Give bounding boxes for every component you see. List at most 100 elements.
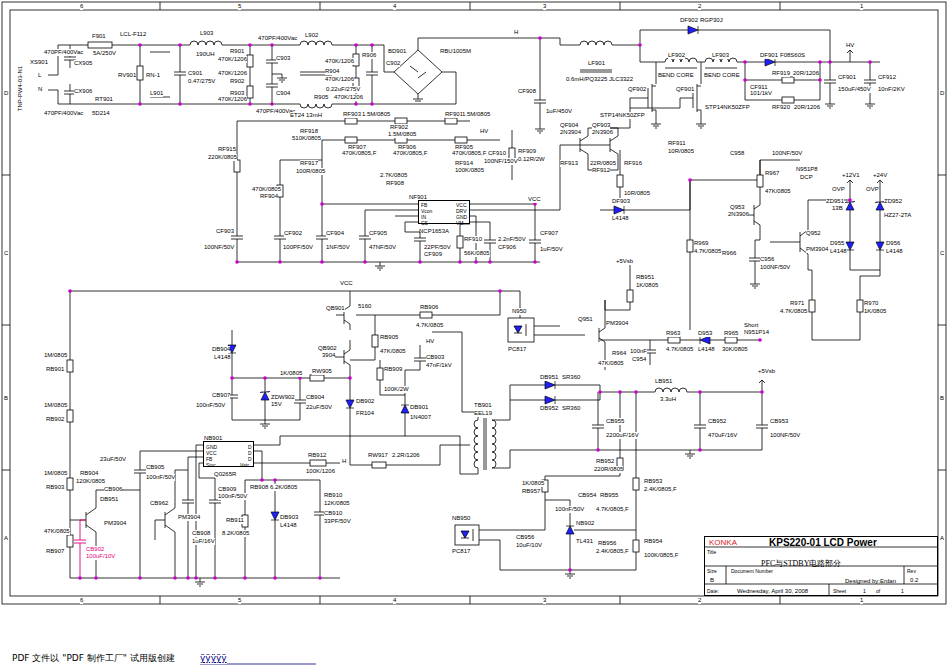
resistor-symbol [633,478,639,490]
part-label: 1M/0805 [44,352,67,359]
part-label: D953 [698,330,712,337]
junction-dot [354,102,358,106]
junction-dot [68,36,872,580]
part-label: 4.7K/0805 [666,346,693,353]
part-label: QB902 [318,345,337,352]
part-label: RB908 [250,484,268,491]
diode-symbol [700,336,701,344]
drawing-frame [2,2,946,604]
part-label: RB906 [420,304,438,311]
wire [70,490,140,578]
node-text: Sinc [206,462,216,468]
wire [580,70,612,72]
resistor-symbol [617,175,623,187]
node-text: KPS220-01 LCD Power [769,537,877,549]
part-label: R969 [694,240,708,247]
part-label: R966 [722,250,736,257]
wire [356,291,500,315]
part-label: 100NF/50V [772,150,802,157]
part-label: DF901 [760,52,778,59]
part-label: RB957 [522,488,540,495]
part-label: 47K/0805 [44,528,70,535]
junction-dot [743,78,747,82]
part-label: DB903 [280,514,298,521]
part-label: 470PF/400Vac [44,49,83,56]
resistor-symbol [857,300,863,312]
part-label: CF912 [878,74,896,81]
part-label: QF901 [676,86,694,93]
resistor-symbol [67,478,73,490]
part-label: R965 [724,330,738,337]
part-label: PC817 [452,548,470,555]
junction-dot [243,576,247,580]
diode-symbol [688,26,698,34]
part-label: 100K/2W [384,386,409,393]
wire [812,270,880,340]
wire [48,30,883,578]
part-label: N [38,86,42,93]
resistor-symbol [420,312,432,318]
diode-symbol [545,381,555,389]
wire [484,418,486,470]
resistor-symbol [345,118,357,124]
wire [394,50,442,94]
part-label: 22R/0805 [590,160,616,167]
part-label: 470PF/400Vac [258,35,297,42]
drawing-frame [2,2,946,604]
junction-dot [474,260,478,264]
junction-dot [186,576,190,580]
part-label: L903 [200,30,213,37]
part-label: PM3904 [178,514,200,521]
node-text: DRV [456,208,466,214]
part-label: DB951 [100,496,118,503]
wire [190,45,300,104]
part-label: TL431 [576,538,593,545]
part-label: 1.5M/0805 [462,111,490,118]
part-label: CB902 [86,546,104,553]
node-text: Designed by:Erdan [845,577,896,585]
wire [432,332,478,420]
part-label: 100nF/50V [218,493,247,500]
part-label: L4148 [830,248,847,255]
diode-symbol [846,250,854,251]
wire [580,41,612,45]
part-label: HZ27-2TA [884,212,911,219]
resistor-symbol [782,77,794,83]
junction-dot [618,390,622,394]
wire [474,420,478,468]
part-label: BEND CORE [704,72,740,79]
diode-symbol [765,58,775,66]
resistor-symbol [234,160,240,172]
junction-dot [213,576,217,580]
grid-label: 1 [860,597,863,604]
part-label: RF911 [668,140,686,147]
part-label: RF918 [300,128,318,135]
diode-symbol [698,26,699,34]
part-label: 190UH [196,51,215,58]
junction-dot [270,43,274,47]
part-label: C903 [276,55,290,62]
part-label: 1uF/16V [192,538,215,545]
part-label: C904 [276,90,290,97]
junction-dot [263,376,267,380]
part-label: R902 [230,78,244,85]
part-label: STP14NK50ZFP [705,104,750,111]
junction-dot [818,60,822,64]
node-text: D [248,444,252,450]
diode-symbol [260,391,270,393]
node-text: 0.2 [910,576,918,584]
part-label: CB910 [324,510,342,517]
diode-symbol [261,392,269,400]
node-text: FB [421,202,427,208]
wire [600,392,655,393]
grid-label: 2 [698,3,701,10]
node-text: NB901 [204,434,222,442]
diode-symbol [566,526,574,527]
part-label: RB902 [46,416,64,423]
part-label: RB903 [46,484,64,491]
grid-label: 3 [543,597,546,604]
resistor-symbol [809,300,815,312]
part-label: 100NF/50V [204,244,234,251]
part-label: RF901 [445,111,463,118]
